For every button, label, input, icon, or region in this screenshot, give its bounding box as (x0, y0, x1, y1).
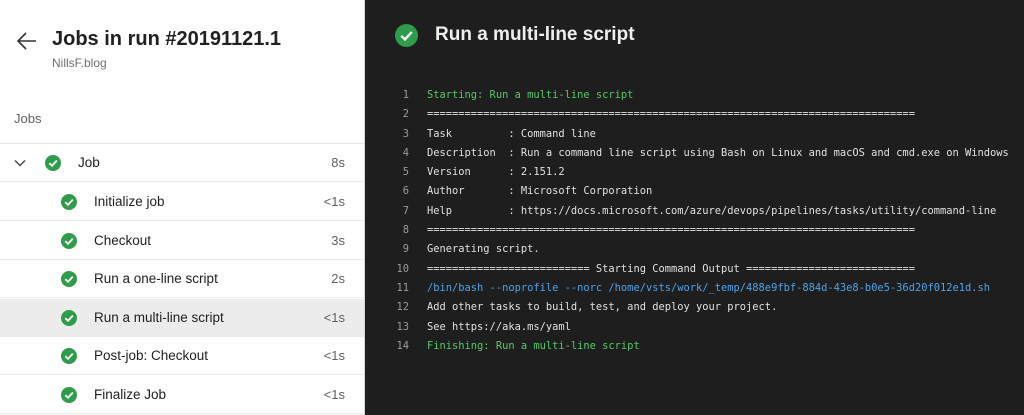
log-line-number: 13 (396, 320, 409, 333)
step-name: Run a one-line script (94, 271, 218, 287)
check-circle-icon (395, 24, 418, 47)
check-circle-icon (61, 309, 77, 326)
step-duration: <1s (323, 348, 345, 364)
step-row[interactable]: Run a one-line script 2s (0, 260, 364, 299)
step-row[interactable]: Post-job: Checkout <1s (0, 337, 364, 376)
job-name: Job (78, 155, 100, 170)
log-line-number: 4 (402, 146, 409, 159)
log-line: 8 =======================================… (366, 221, 1024, 240)
log-line: 10 ========================== Starting Co… (366, 260, 1024, 279)
log-line-number: 6 (402, 185, 409, 198)
log-panel: Run a multi-line script 1 Starting: Run a… (366, 0, 1024, 415)
chevron-down-icon[interactable] (13, 156, 27, 170)
step-row[interactable]: Checkout 3s (0, 222, 364, 260)
check-circle-icon (61, 194, 77, 210)
log-line: 3 Task : Command line (366, 125, 1024, 144)
log-line-number: 11 (396, 281, 409, 294)
jobs-panel: Jobs in run #20191121.1 NillsF.blog Jobs… (0, 0, 365, 415)
log-line-text: ========================================… (427, 108, 915, 121)
log-line: 14 Finishing: Run a multi-line script (366, 337, 1024, 356)
step-name: Initialize job (94, 194, 165, 209)
step-row[interactable]: Run a multi-line script <1s (0, 298, 364, 337)
log-line: 9 Generating script. (366, 240, 1024, 259)
check-circle-icon (61, 387, 77, 403)
step-title: Run a multi-line script (435, 24, 635, 45)
log-line: 7 Help : https://docs.microsoft.com/azure… (366, 202, 1024, 221)
log-line-text: Finishing: Run a multi-line script (427, 339, 640, 352)
log-line-text: Task : Command line (427, 127, 596, 140)
log-line-text: See https://aka.ms/yaml (427, 320, 571, 333)
log-line: 11/bin/bash --noprofile --norc /home/vst… (366, 279, 1024, 298)
log-line-text: Add other tasks to build, test, and depl… (427, 301, 778, 314)
step-name: Finalize Job (94, 387, 167, 402)
step-duration: <1s (323, 387, 345, 402)
log-line: 12 Add other tasks to build, test, and de… (366, 298, 1024, 317)
log-line-number: 7 (402, 204, 409, 217)
log-line-number: 9 (402, 243, 409, 256)
step-duration: <1s (323, 194, 345, 209)
log-line-number: 5 (402, 166, 409, 179)
log-line-text: ========================== Starting Comm… (427, 262, 915, 275)
check-circle-icon (61, 348, 77, 365)
log-line: 1 Starting: Run a multi-line script (366, 86, 1024, 105)
log-line-text: ========================================… (427, 224, 915, 237)
log-line-text: Starting: Run a multi-line script (427, 89, 634, 101)
jobs-divider (0, 143, 364, 144)
log-line: 2 =======================================… (366, 105, 1024, 124)
log-line-text: /bin/bash --noprofile --norc /home/vsts/… (427, 281, 991, 294)
step-row[interactable]: Finalize Job <1s (0, 376, 364, 414)
log-line-text: Description : Run a command line script … (427, 146, 1009, 159)
job-duration: 8s (331, 155, 345, 170)
check-circle-icon (45, 155, 61, 171)
log-line-number: 14 (396, 339, 409, 352)
log-line: 13 See https://aka.ms/yaml (366, 318, 1024, 337)
step-duration: <1s (323, 309, 345, 325)
log-line: 4 Description : Run a command line script… (366, 144, 1024, 163)
step-name: Checkout (94, 232, 152, 248)
log-line-text: Help : https://docs.microsoft.com/azure/… (427, 204, 997, 217)
log-line: 5 Version : 2.151.2 (366, 163, 1024, 182)
log-line-number: 1 (402, 89, 409, 101)
log-line-number: 3 (402, 127, 409, 140)
log-line-text: Version : 2.151.2 (427, 166, 565, 179)
check-circle-icon (61, 271, 77, 288)
step-row[interactable]: Initialize job <1s (0, 183, 364, 221)
jobs-section-label: Jobs (14, 111, 42, 126)
step-duration: 3s (331, 232, 345, 248)
job-row[interactable]: Job 8s (0, 144, 364, 182)
step-duration: 2s (331, 271, 345, 287)
log-output: 1 Starting: Run a multi-line script 2 =====… (366, 86, 1024, 356)
log-line-text: Generating script. (427, 243, 540, 256)
log-line-number: 8 (402, 224, 409, 237)
page-title: Jobs in run #20191121.1 (52, 28, 282, 50)
step-name: Post-job: Checkout (94, 348, 209, 364)
log-line-number: 2 (402, 108, 409, 121)
log-line-number: 10 (396, 262, 409, 275)
log-line-number: 12 (396, 301, 409, 314)
arrow-left-icon[interactable] (16, 30, 38, 52)
page-subtitle: NillsF.blog (52, 56, 107, 70)
check-circle-icon (61, 232, 77, 249)
log-line: 6 Author : Microsoft Corporation (366, 182, 1024, 201)
step-name: Run a multi-line script (94, 309, 224, 325)
log-line-text: Author : Microsoft Corporation (427, 185, 653, 198)
